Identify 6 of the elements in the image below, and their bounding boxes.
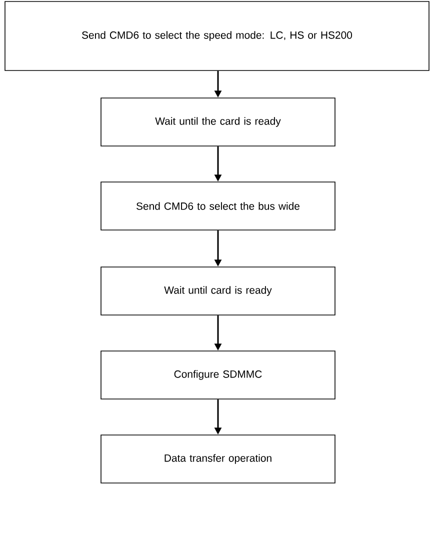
process-box: Wait until card is ready (100, 266, 336, 316)
process-box: Send CMD6 to select the speed mode: LC, HS or HS200 (4, 1, 430, 71)
process-box: Send CMD6 to select the bus wide (100, 182, 336, 230)
process-box: Configure SDMMC (100, 350, 336, 400)
process-box: Data transfer operation (100, 434, 336, 484)
process-box: Wait until the card is ready (100, 98, 336, 146)
